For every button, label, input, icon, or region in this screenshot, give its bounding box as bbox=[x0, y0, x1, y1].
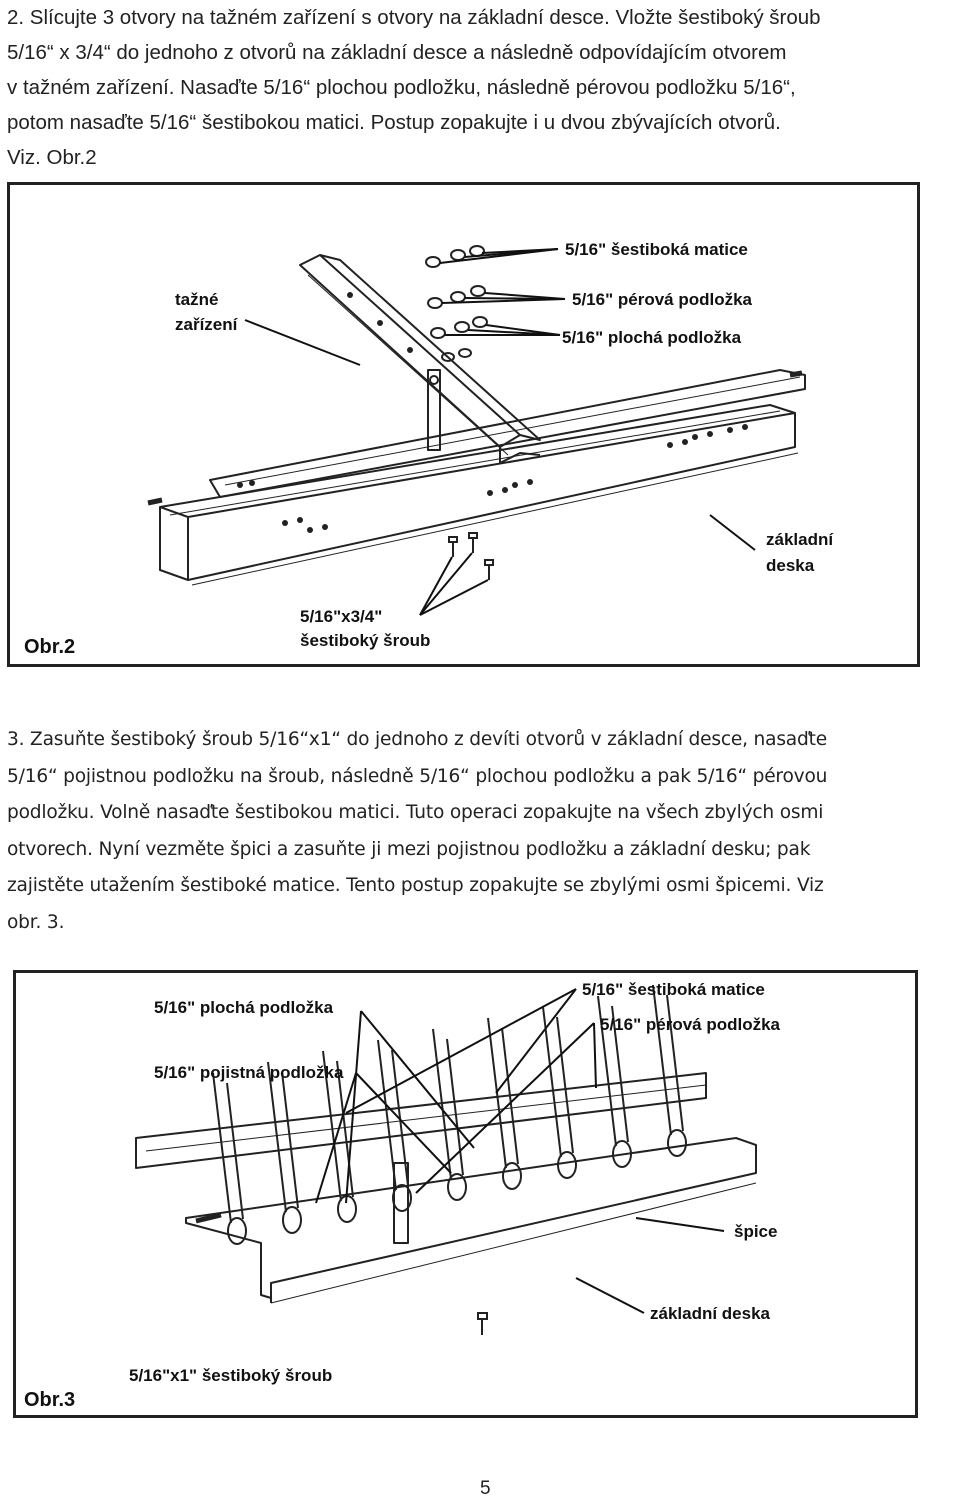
tine bbox=[212, 1072, 244, 1224]
plate-holes bbox=[237, 292, 748, 533]
base-plate-outline bbox=[159, 404, 796, 581]
tine bbox=[267, 1061, 299, 1213]
rear-rail bbox=[209, 369, 806, 498]
tine bbox=[597, 995, 629, 1147]
tines-group bbox=[212, 984, 687, 1245]
step-2-line-3: v tažném zařízení. Nasaďte 5/16“ plochou… bbox=[7, 76, 796, 99]
step-3-line-2: 5/16“ pojistnou podložku na šroub, násle… bbox=[7, 765, 828, 787]
label-tine: špice bbox=[734, 1222, 777, 1241]
tine bbox=[432, 1028, 464, 1180]
label-base-line-1: základní bbox=[766, 530, 834, 549]
tine-coil bbox=[667, 1129, 687, 1157]
label-spring-washer-3: 5/16" pérová podložka bbox=[600, 1015, 781, 1034]
label-hitch-line-1: tažné bbox=[175, 290, 218, 309]
step-2-paragraph: 2. Slícujte 3 otvory na tažném zařízení … bbox=[7, 0, 959, 175]
label-flat-washer: 5/16" plochá podložka bbox=[562, 328, 742, 347]
step-3-line-3: podložku. Volně nasaďte šestibokou matic… bbox=[7, 802, 824, 823]
step-3-line-5: zajistěte utažením šestiboké matice. Ten… bbox=[7, 875, 824, 896]
label-nut-3: 5/16" šestiboká matice bbox=[582, 980, 765, 999]
figure-3-caption: Obr.3 bbox=[24, 1389, 75, 1411]
tine bbox=[542, 1006, 574, 1158]
step-3-paragraph: 3. Zasuňte šestiboký šroub 5/16“x1“ do j… bbox=[7, 722, 959, 941]
tine-coil bbox=[392, 1184, 412, 1212]
step-2-line-1: 2. Slícujte 3 otvory na tažném zařízení … bbox=[7, 6, 821, 29]
leader-lines bbox=[244, 248, 756, 616]
label-bolt-line-1: 5/16"x3/4" bbox=[300, 607, 382, 626]
step-2-line-5: Viz. Obr.2 bbox=[7, 146, 97, 169]
label-base-3: základní deska bbox=[650, 1304, 771, 1323]
figure-3-drawing: 5/16" plochá podložka 5/16" pojistná pod… bbox=[24, 980, 781, 1411]
figure-3: 5/16" plochá podložka 5/16" pojistná pod… bbox=[13, 970, 918, 1418]
figure-2: 5/16" šestiboká matice 5/16" pérová podl… bbox=[7, 182, 920, 667]
step-3-line-6: obr. 3. bbox=[7, 911, 65, 933]
step-3-line-4: otvorech. Nyní vezměte špici a zasuňte j… bbox=[7, 838, 811, 860]
step-2-line-4: potom nasaďte 5/16“ šestibokou matici. P… bbox=[7, 111, 781, 134]
label-spring-washer: 5/16" pérová podložka bbox=[572, 290, 753, 309]
tine bbox=[487, 1017, 519, 1169]
leader-lines-3 bbox=[315, 988, 725, 1314]
bolts bbox=[448, 532, 494, 580]
label-bolt-line-2: šestiboký šroub bbox=[300, 631, 430, 650]
loose-bolt bbox=[477, 1312, 488, 1335]
label-flat-washer-3: 5/16" plochá podložka bbox=[154, 998, 334, 1017]
step-3-line-1: 3. Zasuňte šestiboký šroub 5/16“x1“ do j… bbox=[7, 729, 827, 750]
tine-coil bbox=[227, 1217, 247, 1245]
tine-coil bbox=[612, 1140, 632, 1168]
label-lock-washer: 5/16" pojistná podložka bbox=[154, 1063, 344, 1082]
tine-coil bbox=[502, 1162, 522, 1190]
base-plate bbox=[185, 1137, 757, 1299]
tine-coil bbox=[557, 1151, 577, 1179]
label-nut: 5/16" šestiboká matice bbox=[565, 240, 748, 259]
tine bbox=[652, 984, 684, 1136]
label-hitch-line-2: zařízení bbox=[175, 315, 239, 334]
figure-2-drawing: 5/16" šestiboká matice 5/16" pérová podl… bbox=[24, 240, 834, 658]
label-base-line-2: deska bbox=[766, 556, 815, 575]
tine bbox=[322, 1050, 354, 1202]
figure-2-caption: Obr.2 bbox=[24, 636, 75, 658]
tine-coil bbox=[282, 1206, 302, 1234]
page-number: 5 bbox=[480, 1478, 491, 1499]
label-bolt-3: 5/16"x1" šestiboký šroub bbox=[129, 1366, 332, 1385]
tine-coil bbox=[447, 1173, 467, 1201]
step-2-line-2: 5/16“ x 3/4“ do jednoho z otvorů na zákl… bbox=[7, 41, 787, 64]
rear-bar bbox=[135, 1072, 707, 1169]
